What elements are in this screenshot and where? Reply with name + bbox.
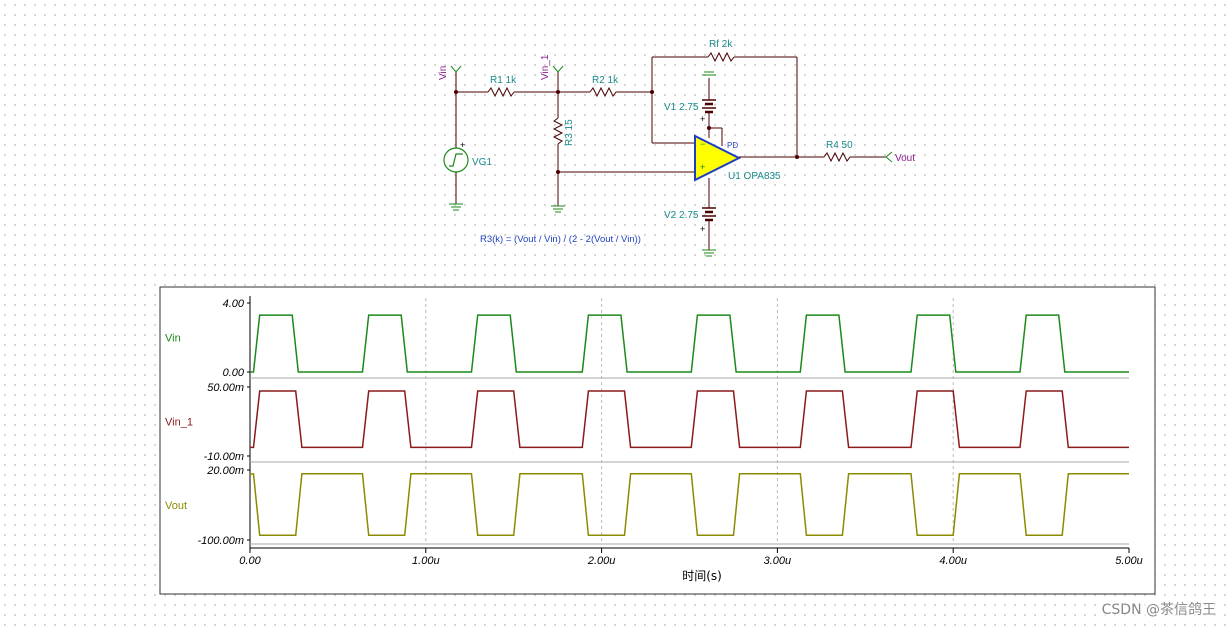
opamp-u1[interactable]: − + PD U1 OPA835 [694,134,781,182]
y-tick-label: 4.00 [223,298,245,310]
series-line-vin-1 [250,390,1129,449]
rf-label: Rf 2k [709,39,733,50]
v1-label: V1 2.75 [664,102,699,113]
watermark: CSDN @茶信鸽王 [1101,599,1216,619]
svg-text:−: − [700,139,705,149]
x-tick-label: 1.00u [412,555,440,567]
y-tick-label: 0.00 [223,367,245,379]
vin1-label: Vin_1 [540,54,551,80]
ground-icon [702,249,716,257]
r3-formula: R3(k) = (Vout / Vin) / (2 - 2(Vout / Vin… [480,234,641,245]
circuit-schematic: Vin R1 1k + VG1 Vin_1 R2 1k R3 15 [438,39,915,257]
x-tick-label: 2.00u [587,555,616,567]
x-tick-label: 4.00u [939,555,967,567]
resistor-r4[interactable]: R4 50 [823,140,853,163]
resistor-rf[interactable]: Rf 2k [707,39,735,63]
vin1-probe[interactable]: Vin_1 [540,54,564,92]
svg-text:+: + [700,114,705,124]
svg-text:+: + [700,224,705,234]
y-tick-label: -10.00m [204,451,244,463]
r1-label: R1 1k [490,75,517,86]
series-name: Vin [165,333,181,345]
x-tick-label: 0.00 [239,555,261,567]
pd-label: PD [727,141,738,150]
vg1-label: VG1 [472,157,492,168]
u1-label: U1 OPA835 [728,171,781,182]
y-tick-label: 50.00m [207,382,244,394]
x-tick-label: 3.00u [764,555,792,567]
vout-probe[interactable]: Vout [885,151,915,164]
svg-text:+: + [700,162,705,172]
x-axis-label: 时间(s) [682,569,722,583]
series-line-vin [250,314,1129,373]
series-name: Vin_1 [165,417,193,429]
chart-frame [159,286,1156,595]
ground-icon [449,203,463,211]
resistor-r1[interactable]: R1 1k [487,75,517,98]
r2-label: R2 1k [592,75,619,86]
vin-probe[interactable]: Vin [438,65,462,92]
ground-icon [702,71,716,76]
series-line-vout [249,472,1129,537]
ground-icon [551,205,565,213]
resistor-r2[interactable]: R2 1k [589,75,619,98]
y-tick-label: 20.00m [206,465,244,477]
y-tick-label: -100.00m [198,535,244,547]
svg-text:+: + [460,140,465,150]
x-tick-label: 5.00u [1115,555,1143,567]
resistor-r3[interactable]: R3 15 [552,117,575,146]
series-name: Vout [165,500,187,512]
vout-label: Vout [895,153,915,164]
r4-label: R4 50 [826,140,853,151]
v2-label: V2 2.75 [664,210,699,221]
r3-label: R3 15 [564,119,575,146]
vin-label: Vin [438,66,449,80]
